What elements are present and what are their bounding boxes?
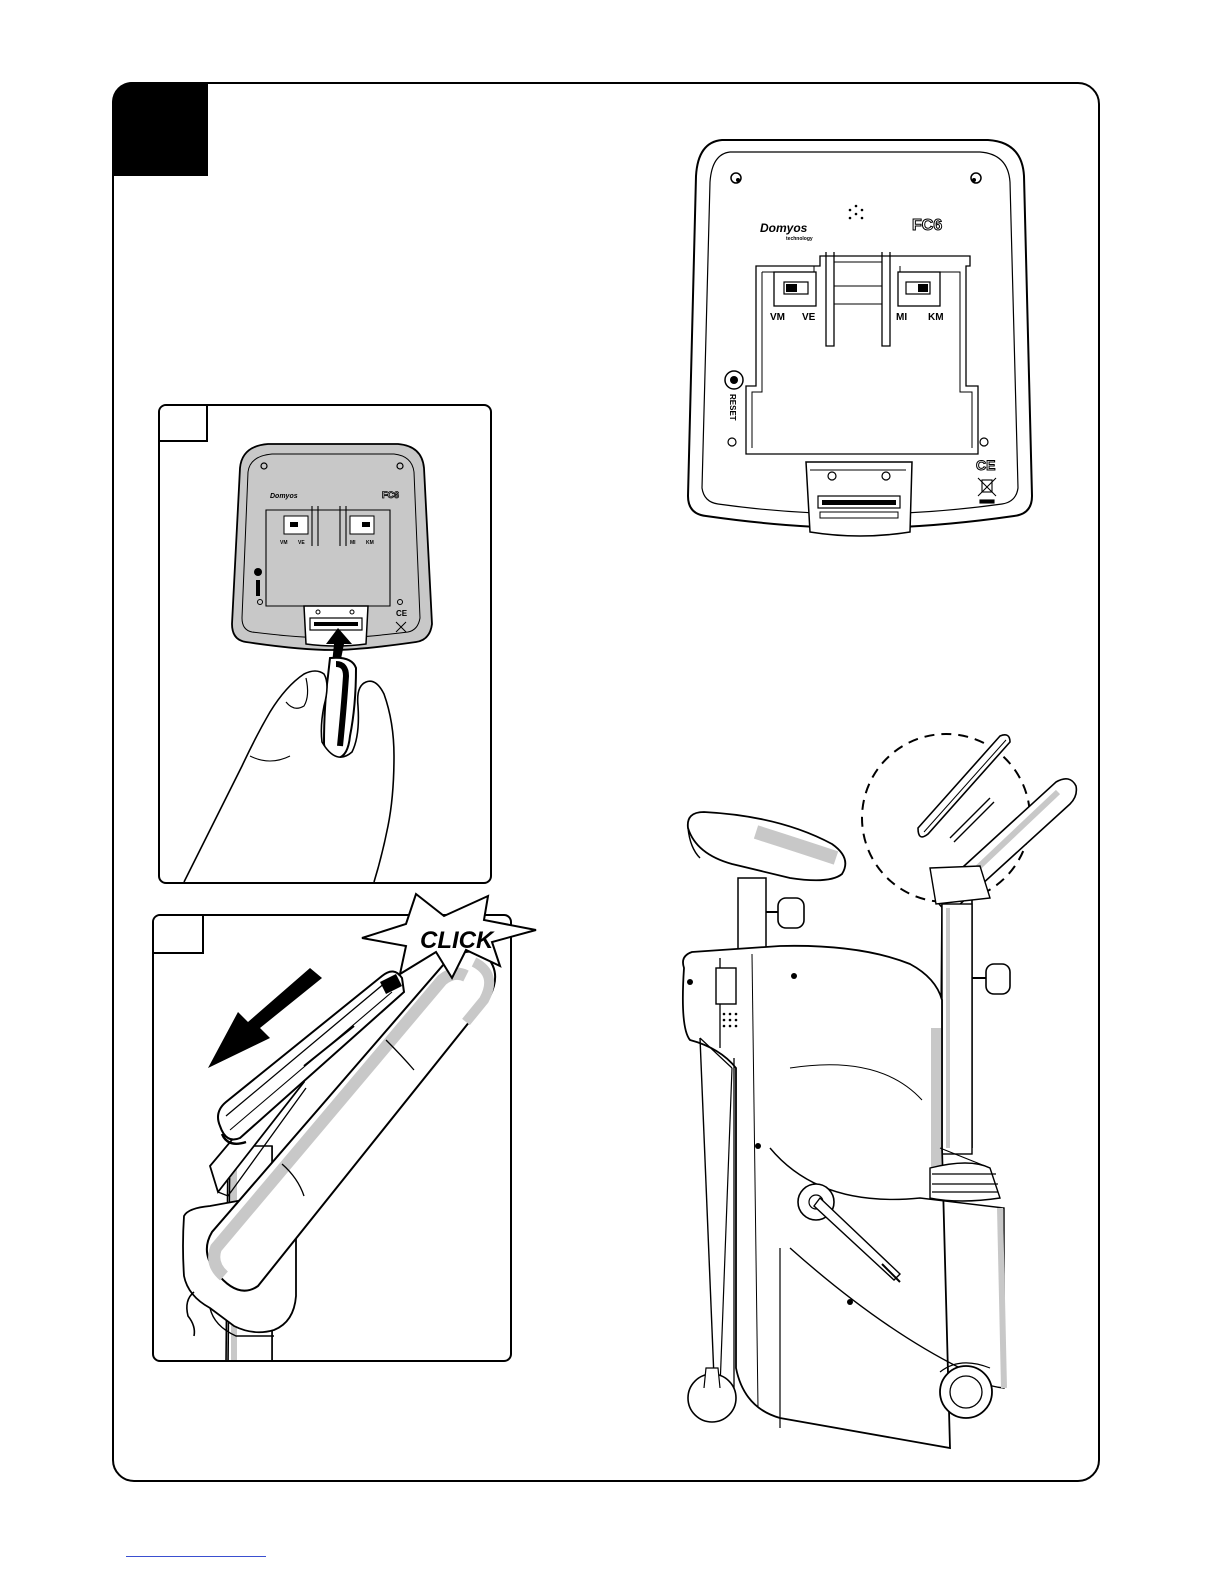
console-brand-logo: Domyos	[760, 221, 808, 235]
small-switch-label-mi: MI	[350, 540, 356, 546]
reset-label: RESET	[728, 394, 737, 421]
small-switch-label-ve: VE	[298, 540, 305, 546]
bike-display-label	[716, 968, 736, 1004]
switch-label-vm: VM	[770, 312, 785, 323]
detail-panel-a: Domyos FC6 VM VE MI KM CE	[158, 404, 492, 884]
console-mount-illustration	[154, 916, 512, 1362]
footer-link-underline	[126, 1556, 266, 1557]
click-text: CLICK	[420, 927, 495, 954]
switch-label-mi: MI	[896, 312, 907, 323]
console-back-view: Domyos technology FC6 VM VE MI KM RESET …	[670, 136, 1050, 556]
small-console-model-label: FC6	[382, 490, 399, 500]
switch-label-km: KM	[928, 312, 944, 323]
hand-illustration	[184, 671, 394, 882]
console-model-label: FC6	[912, 217, 942, 234]
step-number-block	[112, 82, 208, 176]
small-switch-label-km: KM	[366, 540, 374, 546]
small-switch-label-vm: VM	[280, 540, 288, 546]
small-console-brand-logo: Domyos	[270, 493, 298, 500]
console-brand-sub: technology	[786, 236, 813, 242]
detail-panel-b	[152, 914, 512, 1362]
saddle-knob[interactable]	[778, 898, 804, 928]
small-ce-mark: CE	[396, 609, 408, 618]
switch-label-ve: VE	[802, 312, 816, 323]
exercise-bike-illustration	[660, 728, 1090, 1428]
console-connector-illustration: Domyos FC6 VM VE MI KM CE	[160, 406, 492, 884]
handlebar-knob[interactable]	[986, 964, 1010, 994]
ce-mark: CE	[976, 457, 995, 473]
click-callout-starburst: CLICK	[360, 892, 540, 980]
